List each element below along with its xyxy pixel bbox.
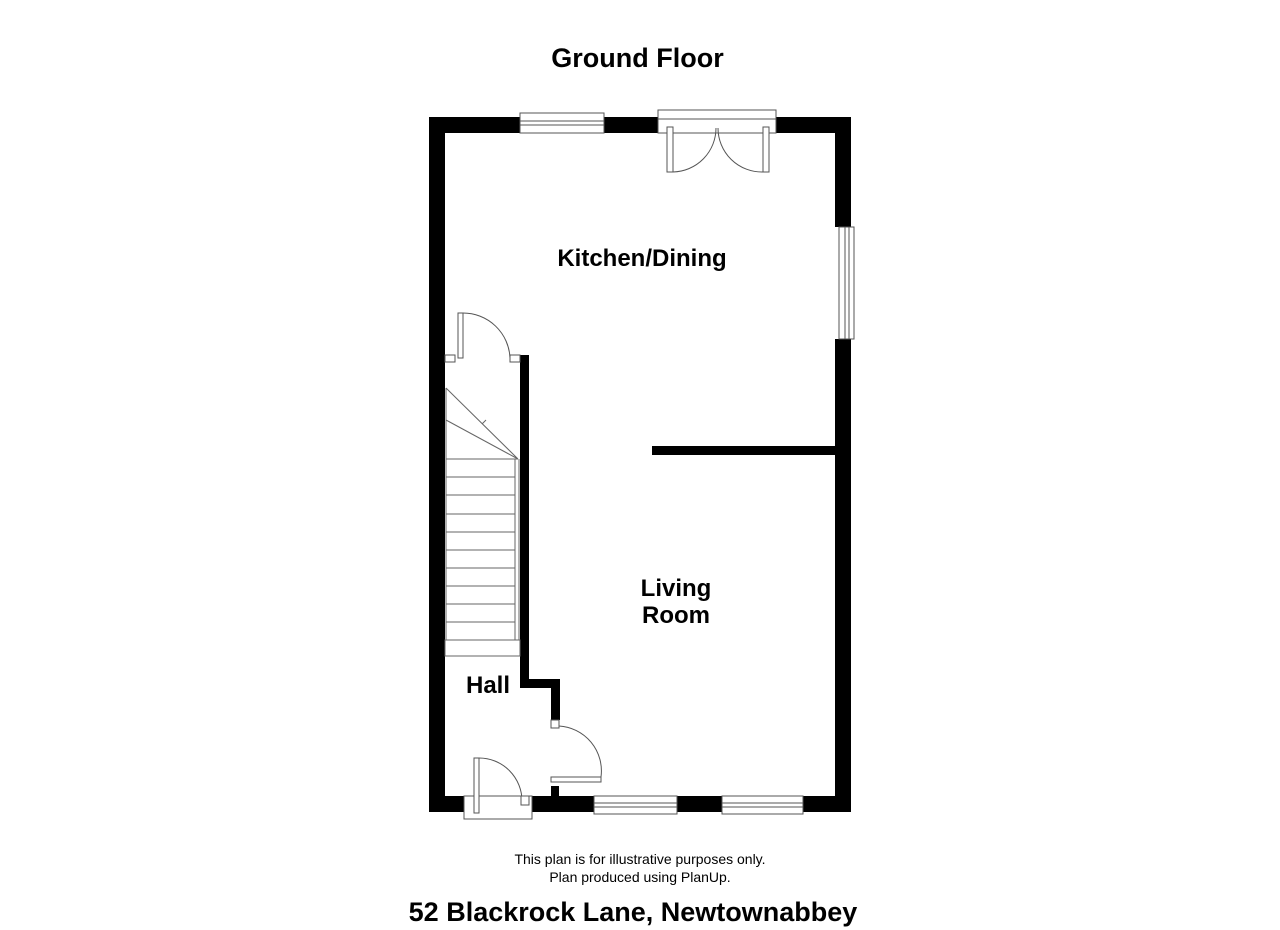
wall-top-middle xyxy=(604,117,658,133)
wall-left-lower xyxy=(429,357,445,812)
hall-wall-step xyxy=(520,679,560,688)
windows xyxy=(519,112,855,815)
wall-bottom-mid-a xyxy=(532,796,594,812)
hall-wall-short xyxy=(551,679,560,720)
window-bottom-left xyxy=(593,795,678,815)
interior-walls xyxy=(520,355,835,797)
wall-right-lower xyxy=(835,339,851,812)
wall-top-right xyxy=(776,117,851,133)
front-door xyxy=(463,757,533,820)
disclaimer-line-2: Plan produced using PlanUp. xyxy=(549,869,731,885)
room-label-kitchen-dining: Kitchen/Dining xyxy=(522,245,762,272)
staircase xyxy=(444,387,521,657)
outer-walls xyxy=(429,117,851,812)
property-address: 52 Blackrock Lane, Newtownabbey xyxy=(408,897,858,927)
living-room-line2: Room xyxy=(642,602,710,629)
disclaimer-line-1: This plan is for illustrative purposes o… xyxy=(514,851,766,867)
door-hall-to-living xyxy=(550,719,602,783)
window-top-kitchen xyxy=(519,112,605,134)
floor-title: Ground Floor xyxy=(551,43,724,73)
wall-bottom-mid-b xyxy=(677,796,722,812)
wall-top-left xyxy=(429,117,520,133)
living-room-line1: Living xyxy=(640,575,712,602)
stair-bottom-landing xyxy=(444,639,521,657)
room-label-hall: Hall xyxy=(452,672,524,699)
doors xyxy=(444,109,777,820)
room-label-living-room: Living Room xyxy=(596,575,756,629)
wall-bottom-right xyxy=(803,796,851,812)
stair-winders xyxy=(445,387,519,460)
kitchen-dining-text: Kitchen/Dining xyxy=(557,245,727,272)
wall-bottom-left xyxy=(429,796,464,812)
wall-left-upper xyxy=(429,117,445,357)
door-hall-to-kitchen xyxy=(444,312,521,363)
hall-wall-vertical xyxy=(520,355,529,688)
partition-wall xyxy=(652,446,835,455)
hall-door-jamb xyxy=(551,786,559,797)
french-doors-kitchen xyxy=(657,109,777,173)
window-right-kitchen xyxy=(838,226,855,340)
window-bottom-right xyxy=(721,795,804,815)
hall-text: Hall xyxy=(465,672,510,699)
wall-right-upper xyxy=(835,117,851,227)
